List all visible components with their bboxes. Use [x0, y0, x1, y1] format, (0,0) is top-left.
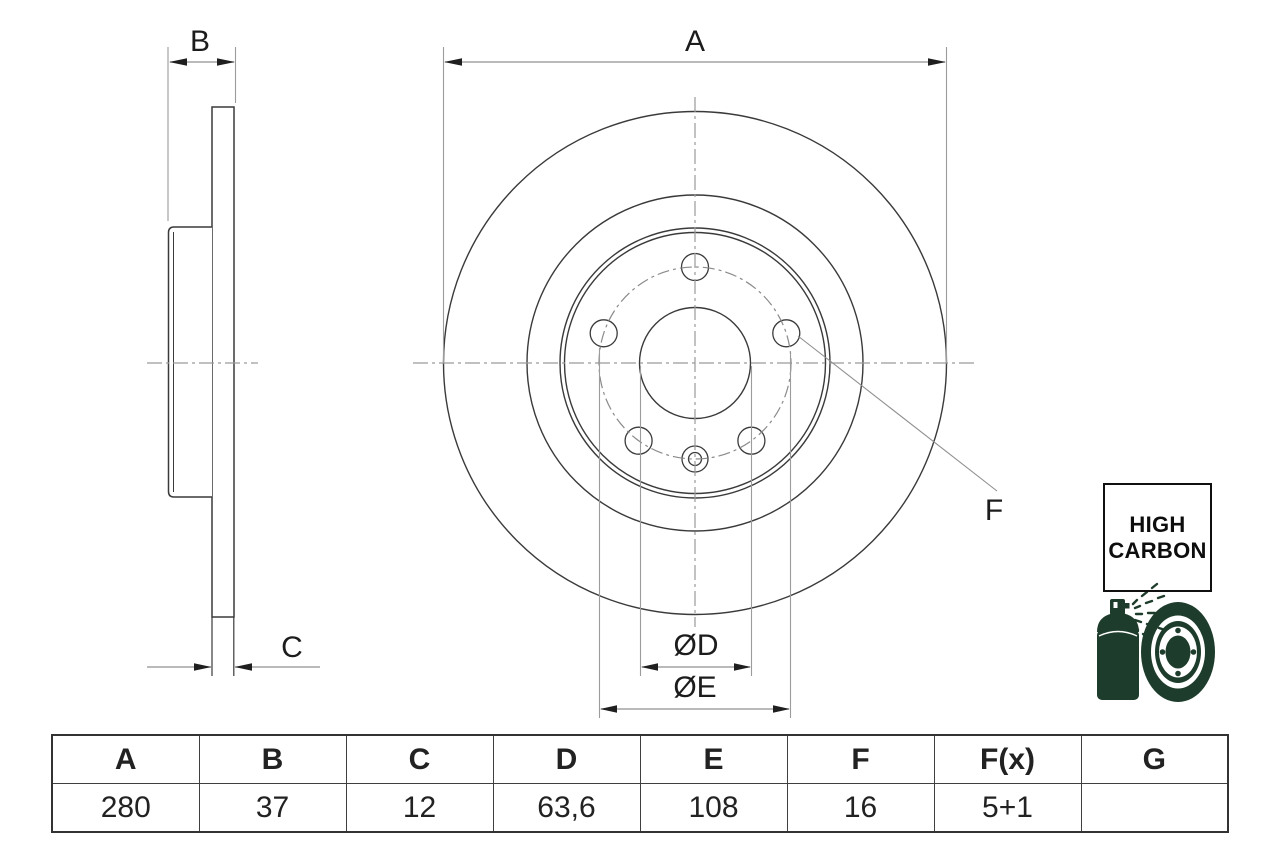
high-carbon-line2: CARBON — [1108, 537, 1207, 563]
table-value-Fx: 5+1 — [933, 783, 1082, 833]
table-value-D: 63,6 — [492, 783, 641, 833]
table-header-F: F — [786, 734, 935, 784]
dim-label-OE: ØE — [673, 671, 717, 704]
table-value-C: 12 — [345, 783, 494, 833]
coating-icon — [1097, 582, 1215, 702]
high-carbon-badge: HIGH CARBON — [1103, 483, 1212, 592]
brake-disc-icon — [1141, 602, 1215, 702]
table-header-D: D — [492, 734, 641, 784]
table-value-F: 16 — [786, 783, 935, 833]
table-value-A: 280 — [51, 783, 200, 833]
c-extension-lines — [211, 617, 235, 676]
spray-can-icon — [1097, 599, 1139, 700]
table-value-G — [1080, 783, 1229, 833]
spray-mist-icon — [1131, 582, 1169, 640]
side-view-hub — [167, 226, 212, 498]
extension-lines — [167, 47, 948, 718]
dim-label-A: A — [684, 25, 706, 58]
table-header-A: A — [51, 734, 200, 784]
leader-line-F — [797, 335, 998, 492]
dimension-arrowheads — [169, 58, 946, 713]
side-view — [167, 106, 235, 618]
dim-label-B: B — [189, 25, 211, 58]
table-value-row: 280 37 12 63,6 108 16 5+1 — [51, 783, 1229, 833]
table-header-C: C — [345, 734, 494, 784]
centerlines — [147, 97, 978, 627]
table-value-B: 37 — [198, 783, 347, 833]
table-header-G: G — [1080, 734, 1229, 784]
dim-label-C: C — [281, 631, 303, 664]
bolt-holes — [589, 252, 801, 455]
dimension-lines — [147, 61, 998, 710]
table-header-Fx: F(x) — [933, 734, 1082, 784]
table-header-row: A B C D E F F(x) G — [51, 734, 1229, 784]
side-view-plate — [211, 106, 235, 618]
high-carbon-line1: HIGH — [1129, 511, 1186, 537]
table-header-E: E — [639, 734, 788, 784]
dim-label-F: F — [984, 494, 1004, 527]
dimensions-table: A B C D E F F(x) G 280 37 12 63,6 108 16… — [51, 734, 1229, 833]
dim-label-OD: ØD — [673, 629, 719, 662]
table-header-B: B — [198, 734, 347, 784]
table-value-E: 108 — [639, 783, 788, 833]
